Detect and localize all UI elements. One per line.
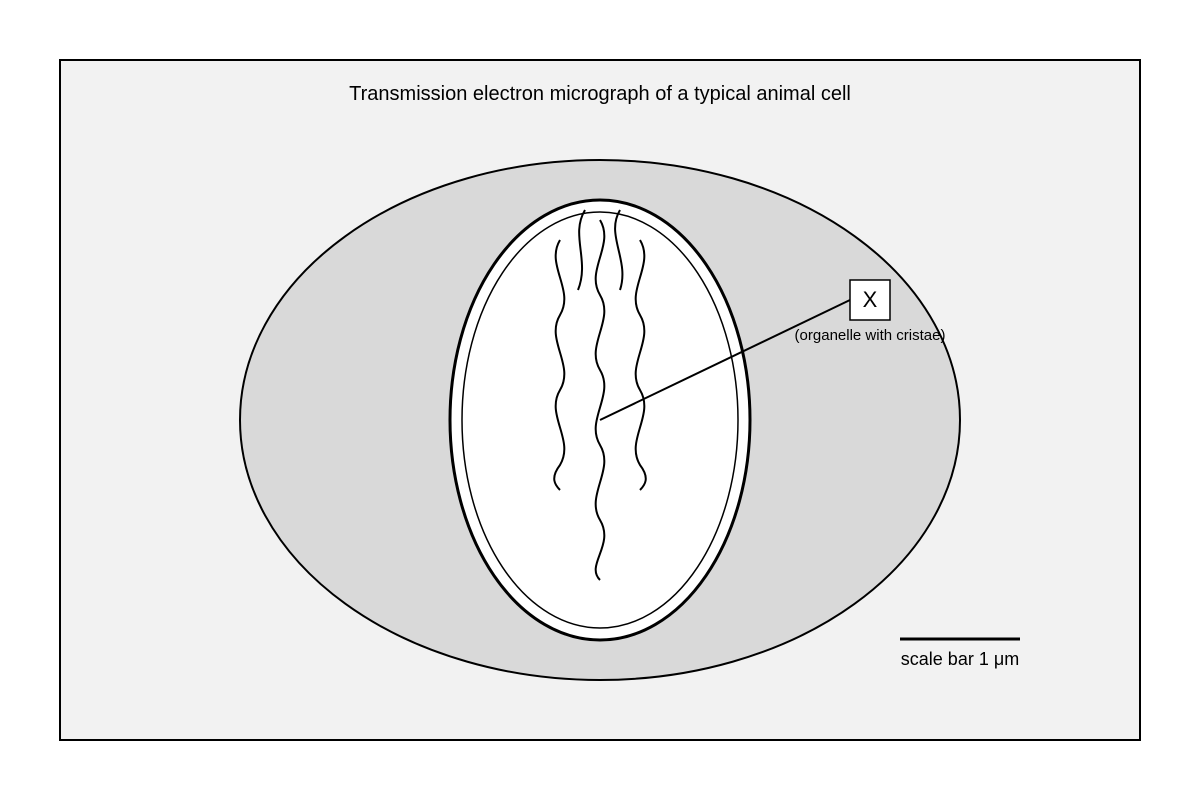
organelle-inner-membrane: [461, 211, 739, 629]
label-box: [849, 279, 891, 321]
label-leader-line: [599, 299, 851, 421]
crista-3: [594, 219, 606, 581]
cristae-group: [553, 209, 647, 581]
label-caption: (organelle with cristae): [795, 327, 946, 344]
label-letter: X: [863, 287, 878, 312]
scale-bar-label: scale bar 1 μm: [901, 649, 1019, 669]
crista-1: [553, 239, 566, 491]
diagram-title: Transmission electron micrograph of a ty…: [349, 83, 851, 105]
crista-5: [634, 239, 647, 491]
crista-4: [614, 209, 624, 291]
crista-2: [577, 209, 586, 291]
